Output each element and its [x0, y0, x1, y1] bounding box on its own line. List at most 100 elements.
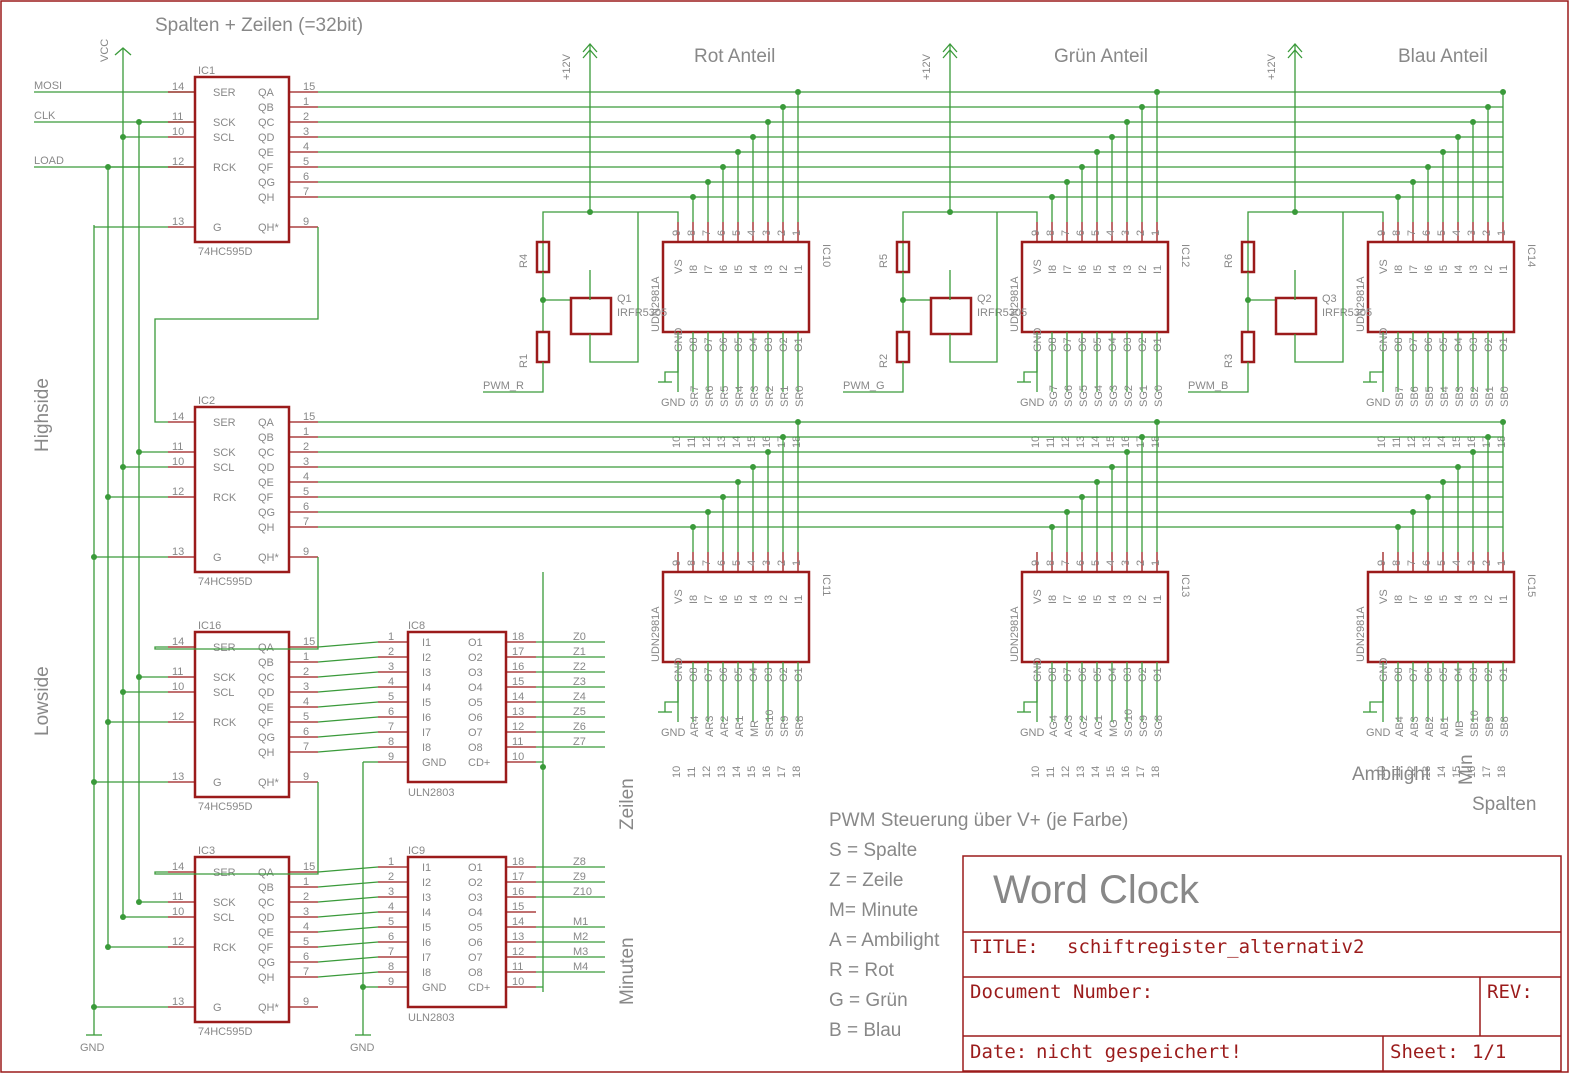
- sr-pin-num: 3: [303, 456, 309, 468]
- udn-pin-label: O8: [1047, 337, 1059, 352]
- sr-pin-num: 7: [303, 186, 309, 198]
- udn-pin-label: I1: [1498, 595, 1510, 604]
- uln-output-label: Z10: [573, 886, 592, 898]
- udn-pin-num: 11: [686, 437, 698, 448]
- udn-pin-label: O8: [688, 667, 700, 682]
- sr-pin-label: SER: [213, 417, 236, 429]
- udn-output-label: SB6: [1409, 386, 1421, 407]
- udn-pin-label: I5: [1092, 265, 1104, 274]
- udn-pin-label: I4: [1107, 595, 1119, 604]
- udn-pin-num: 18: [791, 766, 803, 778]
- ambilight-label: Ambilight: [1352, 764, 1431, 785]
- udn-output-label: AB3: [1409, 716, 1421, 737]
- sr-pin-label: QD: [258, 462, 275, 474]
- udn-pin-label: GND: [673, 658, 685, 683]
- udn-pin-label: I1: [793, 595, 805, 604]
- udn-pin-num: 17: [1135, 766, 1147, 778]
- udn-pin-num: 15: [746, 436, 758, 448]
- sr-pin-label: QD: [258, 132, 275, 144]
- uln-pin-label: I7: [422, 952, 431, 964]
- tb-rev-label: REV:: [1487, 981, 1533, 1003]
- sr-pin-num: 3: [303, 126, 309, 138]
- uln-driver-ic9: [406, 855, 508, 1009]
- sr-pin-label: QH*: [258, 1002, 280, 1014]
- junction-dot: [720, 164, 726, 170]
- sr-to-uln: [317, 641, 379, 648]
- input-mosi: MOSI: [34, 80, 62, 92]
- udn-pin-label: O1: [1498, 337, 1510, 352]
- uln-pin-num: 13: [512, 931, 524, 943]
- uln-pin-num: 10: [512, 751, 524, 763]
- udn-output-label: AR2: [719, 716, 731, 737]
- zeilen-label: Zeilen: [617, 778, 638, 830]
- sr-pin-label: QD: [258, 687, 275, 699]
- udn-output-label: SR1: [779, 386, 791, 407]
- sr-part: 74HC595D: [198, 246, 252, 258]
- uln-pin-label: I8: [422, 742, 431, 754]
- udn-part: UDN2981A: [1355, 606, 1367, 662]
- uln-output-label: Z0: [573, 631, 586, 643]
- udn-pin-num: 2: [1481, 230, 1493, 236]
- sr-pin-label: RCK: [213, 717, 237, 729]
- resistor-r3: [1240, 330, 1256, 364]
- sr-pin-num: 13: [172, 771, 184, 783]
- uln-pin-num: 2: [388, 646, 394, 658]
- junction-dot: [105, 719, 111, 725]
- udn-pin-label: O4: [1107, 667, 1119, 682]
- udn-output-label: SG0: [1153, 385, 1165, 407]
- udn-gnd-label: GND: [1366, 727, 1391, 739]
- udn-pin-num: 12: [701, 436, 713, 448]
- junction-dot: [91, 1004, 97, 1010]
- sr-pin-num: 12: [172, 936, 184, 948]
- junction-dot: [1470, 449, 1476, 455]
- udn-driver-ic10: [661, 240, 811, 334]
- udn-pin-label: O5: [1092, 337, 1104, 352]
- udn-output-label: AG4: [1048, 715, 1060, 737]
- mosfet-part: IRFR5305: [1322, 307, 1372, 319]
- junction-dot: [1064, 509, 1070, 515]
- udn-pin-num: 4: [1451, 560, 1463, 566]
- udn-output-label: SG5: [1078, 385, 1090, 407]
- udn-gnd-wire: [1369, 682, 1384, 712]
- udn-output-label: SB10: [1469, 710, 1481, 737]
- udn-pin-num: 17: [1481, 766, 1493, 778]
- udn-driver-ic14: [1366, 240, 1516, 334]
- uln-output-label: Z3: [573, 676, 586, 688]
- udn-pin-label: O1: [1498, 667, 1510, 682]
- udn-output-label: SR10: [764, 709, 776, 737]
- junction-dot: [780, 434, 786, 440]
- udn-driver-ic12: [1020, 240, 1170, 334]
- udn-pin-label: O3: [1122, 667, 1134, 682]
- udn-output-label: SR2: [764, 386, 776, 407]
- junction-dot: [705, 509, 711, 515]
- junction-dot: [690, 524, 696, 530]
- uln-pin-num: 6: [388, 931, 394, 943]
- udn-pin-num: 2: [1135, 560, 1147, 566]
- udn-name: IC13: [1179, 574, 1191, 597]
- cascade-wire: [154, 227, 319, 423]
- udn-pin-label: O5: [1438, 667, 1450, 682]
- udn-output-label: SB7: [1394, 386, 1406, 407]
- resistor-r2: [895, 330, 911, 364]
- sr-pin-label: QG: [258, 177, 275, 189]
- udn-pin-num: 15: [746, 766, 758, 778]
- udn-pin-num: 8: [1045, 230, 1057, 236]
- udn-pin-label: I5: [733, 265, 745, 274]
- pwm-wire: [1188, 362, 1249, 393]
- junction-dot: [705, 179, 711, 185]
- udn-pin-label: I4: [748, 265, 760, 274]
- cascade-wire: [154, 557, 319, 650]
- udn-pin-label: GND: [1032, 328, 1044, 353]
- udn-pin-num: 2: [1135, 230, 1147, 236]
- junction-dot: [1485, 434, 1491, 440]
- sr-pin-num: 7: [303, 741, 309, 753]
- udn-pin-label: I3: [1468, 265, 1480, 274]
- sr-pin-num: 2: [303, 111, 309, 123]
- junction-dot: [1109, 464, 1115, 470]
- uln-pin-num: 8: [388, 736, 394, 748]
- uln-part: ULN2803: [408, 1012, 454, 1024]
- udn-pin-num: 2: [1481, 560, 1493, 566]
- uln-pin-label: I4: [422, 682, 431, 694]
- sr-pin-num: 10: [172, 126, 184, 138]
- junction-dot: [105, 944, 111, 950]
